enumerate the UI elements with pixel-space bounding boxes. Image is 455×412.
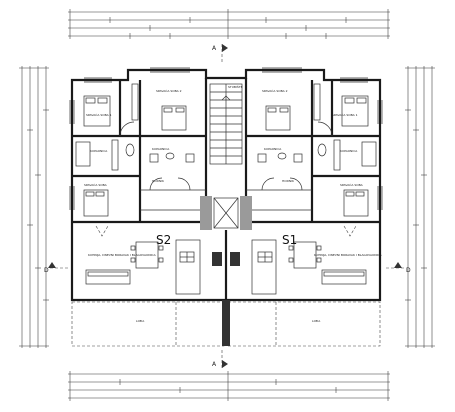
- unit-label-s1: S1: [282, 233, 297, 247]
- room-right-hall: HODNIK: [282, 179, 295, 183]
- room-left-hall: HODNIK: [152, 179, 165, 183]
- room-right-living: KUHINJA, DNEVNI BORAVAK I BLAGOVAONICA: [314, 253, 383, 257]
- room-right-bath: KUPAONICA: [340, 149, 358, 153]
- section-label-bottom: A: [212, 361, 217, 368]
- room-left-bedroom-top: SPAVAĆA SOBA 1: [86, 112, 112, 117]
- section-label-left: D: [44, 267, 49, 274]
- left-unit-furniture: [75, 83, 222, 295]
- unit-label-s2: S2: [156, 233, 171, 247]
- right-unit-furniture: [230, 83, 377, 295]
- dimension-lines-bottom: [68, 371, 390, 401]
- room-right-bedroom-top: SPAVAĆA SOBA 1: [332, 112, 358, 117]
- section-label-right: D: [406, 267, 411, 274]
- room-left-bedroom-mid: SPAVAĆA SOBA: [84, 182, 108, 187]
- room-left-living: KUHINJA, DNEVNI BORAVAK I BLAGOVAONICA: [88, 253, 157, 257]
- windows: [69, 67, 383, 210]
- room-right-bath2: KUPAONICA: [264, 147, 282, 151]
- room-right-bedroom-top2: SPAVAĆA SOBA 2: [262, 88, 288, 93]
- room-left-terrace: LOĐA: [136, 319, 145, 323]
- room-left-bedroom-top2: SPAVAĆA SOBA 2: [156, 88, 182, 93]
- dimension-lines-left: [19, 66, 49, 348]
- room-right-terrace: LOĐA: [312, 319, 321, 323]
- room-left-bath: KUPAONICA: [90, 149, 108, 153]
- section-marker-top: A: [212, 44, 228, 62]
- room-right-bedroom-mid: SPAVAĆA SOBA: [340, 182, 364, 187]
- section-marker-bottom: A: [212, 350, 228, 368]
- room-left-bath2: KUPAONICA: [152, 147, 170, 151]
- dimension-lines-top: [68, 9, 390, 39]
- stair-label: STUBIŠTE: [228, 84, 243, 89]
- terraces: [71, 300, 381, 347]
- stair: STUBIŠTE: [209, 83, 243, 165]
- section-marker-right: D: [386, 262, 411, 274]
- elevator-core: [200, 196, 252, 230]
- section-label-top: A: [212, 45, 217, 52]
- building-outline: [70, 68, 382, 302]
- room-labels: SPAVAĆA SOBA 1 SPAVAĆA SOBA 2 KUPAONICA …: [84, 88, 383, 323]
- dimension-lines-right: [405, 66, 435, 348]
- section-marker-left: D: [44, 262, 68, 274]
